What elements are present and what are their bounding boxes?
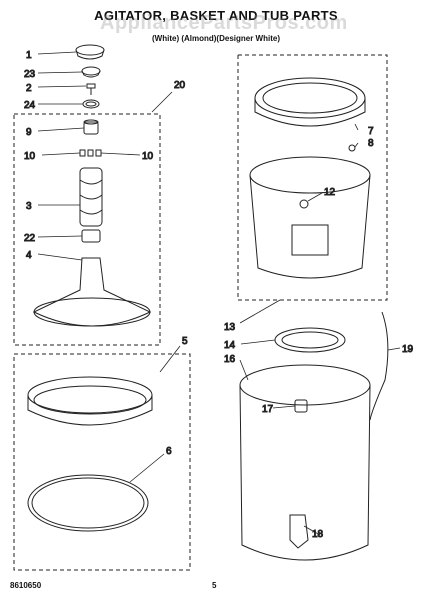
callout-12: 12 bbox=[324, 187, 336, 198]
part-basket bbox=[249, 156, 371, 279]
diagram-variants: (White) (Almond)(Designer White) bbox=[152, 34, 280, 43]
footer-code: 8610650 bbox=[10, 581, 42, 590]
callout-13: 13 bbox=[224, 322, 236, 333]
part-seal bbox=[82, 99, 100, 109]
part-18 bbox=[289, 514, 309, 549]
callout-22: 22 bbox=[24, 233, 36, 244]
part-gasket bbox=[27, 474, 149, 532]
callout-7: 7 bbox=[368, 126, 374, 137]
part-17 bbox=[294, 399, 308, 413]
callout-16: 16 bbox=[224, 354, 236, 365]
callout-17: 17 bbox=[262, 404, 274, 415]
leader-lines bbox=[37, 51, 401, 536]
callout-23: 23 bbox=[24, 69, 36, 80]
callout-2: 2 bbox=[26, 83, 32, 94]
callout-9: 9 bbox=[26, 127, 32, 138]
part-bolt bbox=[86, 83, 96, 95]
part-drive-hub bbox=[274, 327, 346, 353]
callout-4: 4 bbox=[26, 250, 32, 261]
group-box-basket bbox=[237, 54, 388, 301]
diagram-title: AGITATOR, BASKET AND TUB PARTS bbox=[94, 8, 338, 23]
callout-5: 5 bbox=[182, 336, 188, 347]
callout-20: 20 bbox=[174, 80, 186, 91]
part-agitator-cap bbox=[75, 44, 105, 60]
callout-10b: 10 bbox=[142, 151, 154, 162]
part-basket-ring bbox=[254, 77, 366, 127]
part-10-dogs bbox=[79, 149, 102, 157]
callout-18: 18 bbox=[312, 529, 324, 540]
footer-page: 5 bbox=[212, 581, 217, 590]
callout-8: 8 bbox=[368, 138, 374, 149]
callout-3: 3 bbox=[26, 201, 32, 212]
part-23 bbox=[81, 66, 101, 78]
part-tub bbox=[239, 364, 371, 561]
callout-10a: 10 bbox=[24, 151, 36, 162]
part-12 bbox=[299, 199, 309, 209]
callout-1: 1 bbox=[26, 50, 32, 61]
part-auger bbox=[79, 167, 103, 227]
part-22 bbox=[81, 229, 101, 243]
watermark: AppliancePartsPros.com bbox=[100, 12, 348, 34]
group-box-5 bbox=[13, 353, 191, 571]
part-9 bbox=[83, 119, 99, 135]
callout-24: 24 bbox=[24, 100, 36, 111]
callout-19: 19 bbox=[402, 344, 414, 355]
callout-14: 14 bbox=[224, 340, 236, 351]
part-hose bbox=[369, 311, 389, 421]
part-8 bbox=[348, 144, 356, 152]
part-agitator-base bbox=[32, 257, 152, 327]
callout-6: 6 bbox=[166, 446, 172, 457]
part-balance-ring bbox=[27, 376, 153, 426]
